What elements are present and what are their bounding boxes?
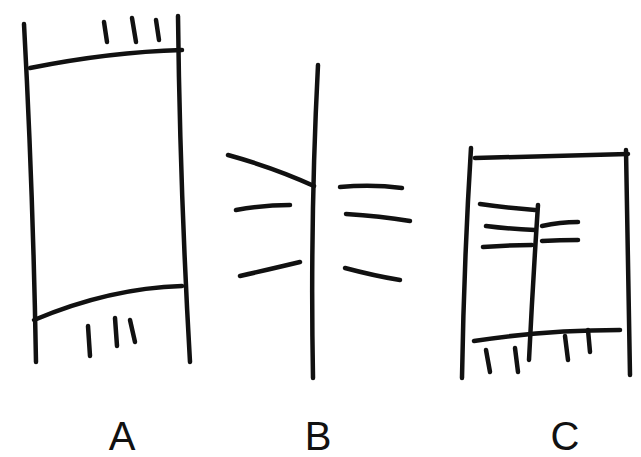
sketch-tick [104,22,107,42]
sketch-line [178,16,190,362]
sketch-b [228,65,410,378]
sketch-tick [346,214,410,221]
sketch-line [626,150,630,375]
sketch-tick [483,245,532,247]
sketch-line [34,286,182,320]
sketch-tick [236,205,290,210]
sketch-tick [240,262,300,276]
sketch-tick [132,18,136,42]
sketch-tick [115,318,117,346]
panel-label: C [551,416,580,456]
sketch-line [30,50,182,68]
sketch-line [312,65,318,378]
sketch-tick [156,20,159,40]
panel-label: B [305,416,332,456]
sketch-tick [542,240,578,241]
sketch-tick [88,326,90,356]
sketch-tick [486,226,535,230]
sketch-a [24,16,190,362]
sketch-tick [228,155,314,186]
panel-label: A [109,416,136,456]
sketch-tick [480,204,535,210]
sketch-line [475,154,628,158]
sketch-tick [345,268,400,280]
sketch-tick [486,350,490,372]
sketch-tick [588,330,590,352]
sketch-tick [130,320,135,342]
sketch-c [462,148,630,378]
sketch-tick [515,348,518,372]
sketch-line [24,24,36,362]
sketch-tick [340,186,402,188]
sketch-tick [542,222,578,226]
sketch-tick [565,336,568,360]
sketch-line [462,148,471,378]
sketch-line [474,330,620,341]
